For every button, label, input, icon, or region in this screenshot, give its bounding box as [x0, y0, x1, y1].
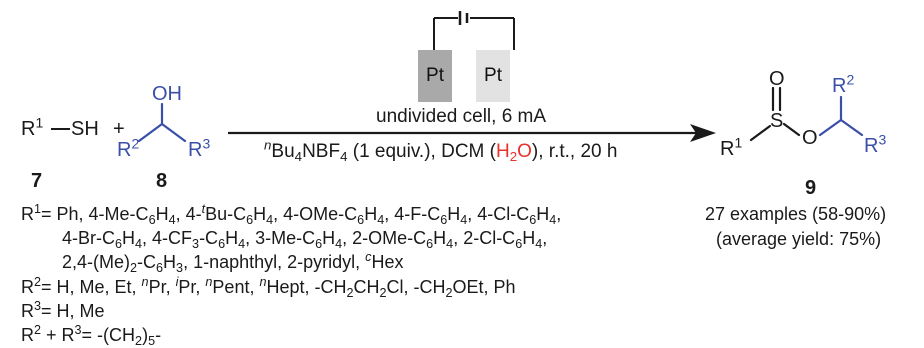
compound-9-label: 9 — [805, 177, 817, 199]
product-o-top: O — [769, 68, 785, 90]
cathode-label: Pt — [484, 65, 502, 86]
conditions-line-1: undivided cell, 6 mA — [376, 106, 547, 127]
sulfinate-skeleton — [749, 86, 801, 142]
r1-definition-line-2: 4-Br-C6H4, 4-CF3-C6H4, 3-Me-C6H4, 2-OMe-… — [62, 228, 548, 251]
battery-icon — [458, 10, 470, 26]
alcohol-r2: R2 — [117, 135, 140, 161]
compound-8-label: 8 — [156, 170, 168, 192]
alcohol-skeleton — [137, 102, 187, 143]
r3-definition: R3= H, Me — [21, 299, 105, 321]
thiol-r1: R1 — [21, 114, 44, 140]
alcohol-r3: R3 — [188, 135, 211, 161]
thiol-sh: SH — [71, 118, 99, 140]
conditions-line-2: nBu4NBF4 (1 equiv.), DCM (H2O), r.t., 20… — [264, 137, 618, 164]
circuit-wires — [433, 17, 515, 50]
anode-electrode: Pt — [418, 50, 452, 102]
cathode-electrode: Pt — [476, 50, 510, 102]
r1-definition-line-1: R1= Ph, 4-Me-C6H4, 4-tBu-C6H4, 4-OMe-C6H… — [21, 202, 562, 227]
product-r2: R2 — [832, 71, 855, 97]
r2-definition: R2= H, Me, Et, nPr, iPr, nPent, nHept, -… — [21, 275, 516, 300]
product-r1: R1 — [720, 134, 743, 160]
product-alkyl-skeleton — [818, 95, 864, 137]
r1-definition-line-3: 2,4-(Me)2-C6H3, 1-naphthyl, 2-pyridyl, c… — [62, 250, 404, 275]
anode-label: Pt — [426, 65, 444, 86]
reaction-arrow-shape — [228, 124, 716, 142]
alcohol-oh: OH — [152, 83, 182, 105]
r2-r3-ring-definition: R2 + R3= -(CH2)5- — [21, 323, 162, 348]
plus-sign: + — [113, 118, 125, 140]
examples-count: 27 examples (58-90%) — [705, 204, 887, 224]
average-yield: (average yield: 75%) — [716, 229, 882, 249]
product-s: S — [770, 110, 784, 132]
product-o-ester: O — [802, 127, 818, 149]
water-solvent: H2O — [495, 141, 532, 164]
product-r3: R3 — [864, 131, 887, 157]
compound-7-label: 7 — [31, 170, 43, 192]
